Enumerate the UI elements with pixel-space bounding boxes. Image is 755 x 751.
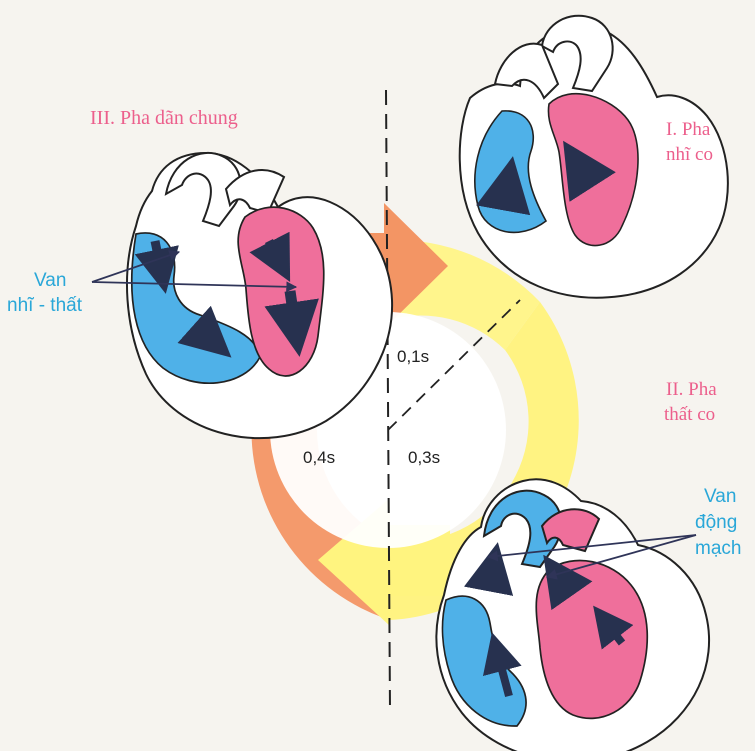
time-label-0-4s: 0,4s: [303, 448, 335, 468]
time-label-0-3s: 0,3s: [408, 448, 440, 468]
semilunar-valve-label-line-3: mạch: [695, 538, 741, 560]
time-label-0-1s: 0,1s: [397, 347, 429, 367]
phase-i-label-line-1: I. Pha: [666, 119, 710, 141]
av-valve-label-line-1: Van: [34, 270, 66, 292]
semilunar-valve-label-line-1: Van: [704, 486, 736, 508]
semilunar-valve-label-line-2: động: [695, 512, 737, 534]
av-valve-label-line-2: nhĩ - thất: [7, 295, 82, 317]
left-heart-blood-bottom-right: [536, 560, 647, 718]
phase-iii-label: III. Pha dãn chung: [90, 107, 238, 130]
phase-ii-label-line-2: thất co: [664, 404, 715, 426]
phase-i-label-line-2: nhĩ co: [666, 144, 713, 166]
phase-ii-label-line-1: II. Pha: [666, 379, 717, 401]
right-atrial-arrow-top-right: [505, 167, 511, 200]
heart-relaxation: [127, 153, 392, 438]
